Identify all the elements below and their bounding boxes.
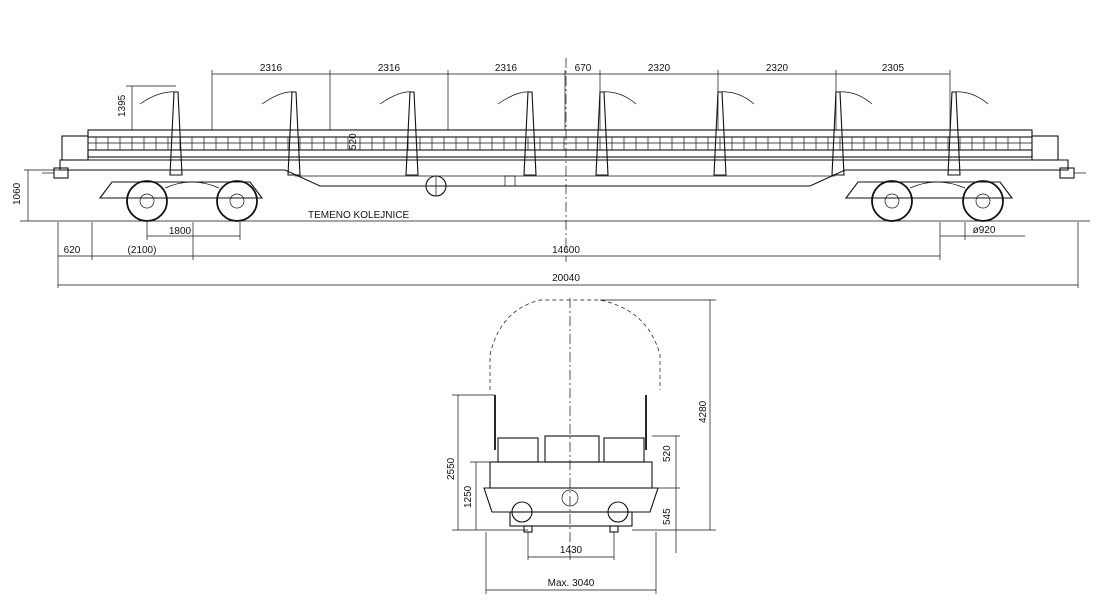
rail-top-label: TEMENO KOLEJNICE <box>308 210 409 221</box>
dim-axle-offset: (2100) <box>128 245 157 256</box>
stanchion-swing-arcs <box>139 91 989 105</box>
end-bottom-dims: 1430 Max. 3040 <box>485 532 657 594</box>
stanchions <box>169 91 961 176</box>
loading-gauge <box>489 299 661 390</box>
dim-track-gauge: 1430 <box>560 545 583 556</box>
dim-top-5: 2320 <box>648 63 671 74</box>
end-right-dims: 4280 520 545 <box>600 299 716 553</box>
end-view: 2550 1250 4280 520 545 1430 Max. 3 <box>446 298 716 594</box>
dim-end-upper: 520 <box>662 445 673 462</box>
dim-top-4: 670 <box>575 63 592 74</box>
dim-bogie-wheelbase: 1800 <box>169 226 192 237</box>
top-dimension-chain: 2316 2316 2316 670 2320 2320 2305 <box>211 63 951 130</box>
dim-end-floor-height: 1250 <box>463 485 474 508</box>
bogie-right <box>844 180 1014 222</box>
dim-top-7: 2305 <box>882 63 905 74</box>
dim-top-6: 2320 <box>766 63 789 74</box>
dim-floor-height: 1060 <box>12 182 23 205</box>
bottom-dims-row-1: 1800 ø920 <box>146 222 1025 240</box>
dim-overhang: 620 <box>64 245 81 256</box>
bottom-dims-row-3: 20040 <box>58 222 1079 288</box>
dim-end-stanchion-height: 2550 <box>446 457 457 480</box>
dim-max-width: Max. 3040 <box>548 578 595 589</box>
bottom-dims-row-2: 620 (2100) 14600 <box>57 222 941 288</box>
dim-top-1: 2316 <box>260 63 283 74</box>
dim-wheel-diameter: ø920 <box>973 225 996 236</box>
dim-bogie-centers: 14600 <box>552 245 580 256</box>
floor-height-dim: 1060 <box>12 169 60 221</box>
cross-members <box>95 137 1021 150</box>
side-view: 2316 2316 2316 670 2320 2320 2305 1395 <box>12 58 1090 288</box>
bogie-left <box>98 180 264 222</box>
wagon-frame <box>42 129 1086 197</box>
end-body <box>483 435 659 527</box>
dim-end-lower: 545 <box>662 508 673 525</box>
dim-end-overall-height: 4280 <box>698 400 709 423</box>
dim-stanchion-height: 1395 <box>117 94 128 117</box>
dim-top-2: 2316 <box>378 63 401 74</box>
dim-mid-height: 520 <box>348 133 359 150</box>
dim-top-3: 2316 <box>495 63 518 74</box>
end-left-dims: 2550 1250 <box>446 394 528 531</box>
dim-total-length: 20040 <box>552 273 580 284</box>
stanchion-height-dim: 1395 <box>117 85 176 130</box>
